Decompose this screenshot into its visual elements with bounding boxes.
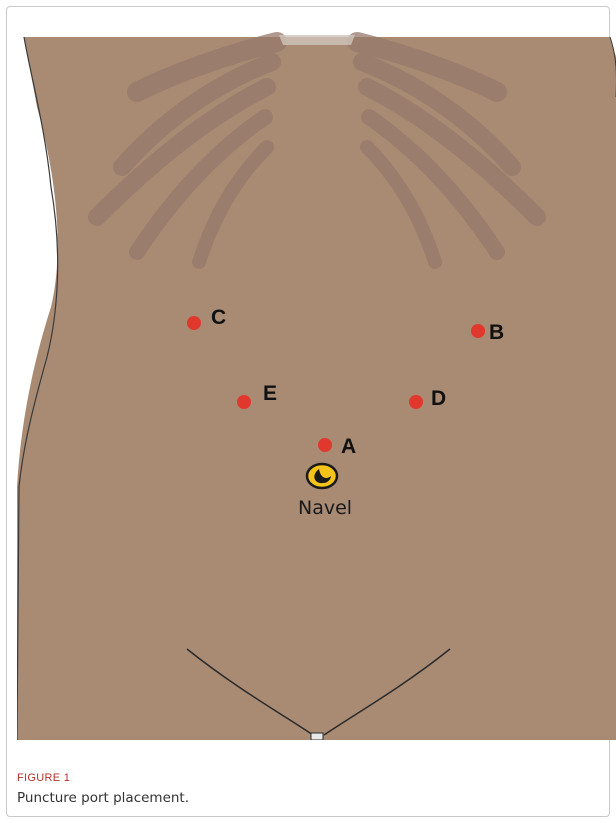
pubic-mark (311, 733, 323, 740)
port-E-label: E (263, 382, 277, 405)
navel-label: Navel (298, 497, 352, 519)
port-E-dot (237, 395, 251, 409)
navel-icon (307, 464, 337, 488)
torso-illustration: C B E D A Navel (17, 17, 616, 740)
torso-body (17, 37, 616, 740)
port-B-label: B (489, 321, 504, 344)
port-D-dot (409, 395, 423, 409)
figure-caption: Puncture port placement. (17, 790, 189, 806)
port-D-label: D (431, 387, 446, 410)
sternum (279, 35, 355, 45)
port-B-dot (471, 324, 485, 338)
port-A-dot (318, 438, 332, 452)
port-A-label: A (341, 435, 356, 458)
figure-number: FIGURE 1 (17, 772, 70, 784)
port-C-dot (187, 316, 201, 330)
port-C-label: C (211, 306, 226, 329)
